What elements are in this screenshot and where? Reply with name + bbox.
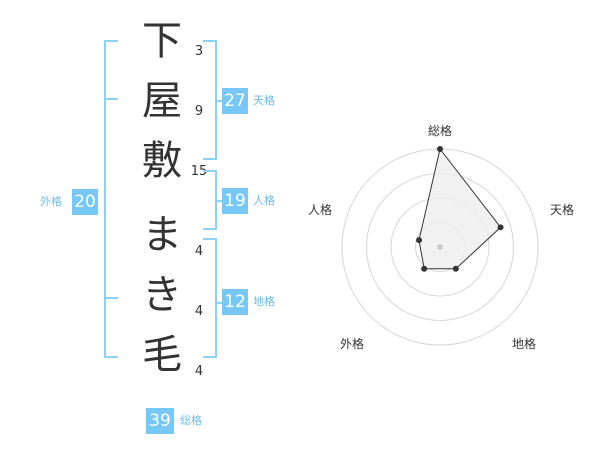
- tenkaku-value-badge: 27: [222, 88, 248, 114]
- radar-points: [416, 146, 504, 272]
- radar-label-gaikaku: 外格: [340, 337, 365, 351]
- radar-point: [497, 224, 504, 231]
- chikaku-bracket: [203, 238, 217, 358]
- chikaku-label: 地格: [253, 295, 275, 308]
- radar-point: [421, 265, 428, 272]
- soukaku-label: 総格: [180, 414, 202, 427]
- outer-bracket-tick: [104, 297, 118, 299]
- radar-label-soukaku: 総格: [428, 124, 453, 138]
- stroke-count-5: 4: [194, 304, 204, 319]
- tenkaku-bracket: [203, 40, 217, 160]
- radar-point: [452, 265, 459, 272]
- jinkaku-connector: [217, 200, 222, 202]
- tenkaku-label: 天格: [253, 94, 275, 107]
- chikaku-value-badge: 12: [222, 289, 248, 315]
- stroke-count-2: 9: [194, 104, 204, 119]
- soukaku-value-badge: 39: [146, 408, 174, 434]
- gaikaku-value-badge: 20: [72, 189, 98, 215]
- stroke-count-3: 15: [190, 164, 208, 179]
- radar-label-jinkaku: 人格: [308, 203, 333, 217]
- name-character-5: き: [142, 272, 182, 318]
- name-character-4: ま: [142, 212, 182, 258]
- radar-label-chikaku: 地格: [512, 337, 537, 351]
- stroke-count-6: 4: [194, 364, 204, 379]
- tenkaku-connector: [217, 100, 222, 102]
- radar-label-tenkaku: 天格: [550, 203, 575, 217]
- chikaku-connector: [217, 302, 222, 304]
- outer-bracket: [104, 40, 118, 358]
- gaikaku-label: 外格: [40, 195, 62, 208]
- stroke-count-4: 4: [194, 244, 204, 259]
- name-character-2: 屋: [142, 78, 182, 124]
- name-character-3: 敷: [142, 138, 182, 184]
- jinkaku-bracket: [203, 170, 217, 230]
- name-character-6: 毛: [142, 332, 182, 378]
- name-character-1: 下: [142, 18, 182, 64]
- jinkaku-label: 人格: [253, 194, 275, 207]
- radar-data-polygon: [418, 147, 502, 270]
- radar-center-dot: [437, 244, 443, 250]
- stroke-count-1: 3: [194, 44, 204, 59]
- outer-bracket-tick: [104, 98, 118, 100]
- jinkaku-value-badge: 19: [222, 188, 248, 214]
- radar-point: [416, 237, 423, 244]
- radar-point: [437, 146, 443, 152]
